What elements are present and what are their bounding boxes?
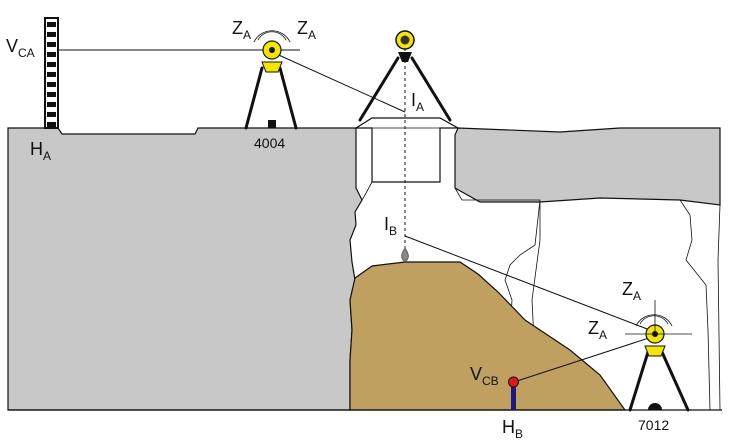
label-za-right-upper: ZA: [622, 279, 641, 303]
staff-graduation: [47, 42, 56, 47]
staff-graduation: [47, 32, 56, 37]
staff-graduation: [47, 72, 56, 77]
label-ib: IB: [384, 214, 397, 238]
sight-line-ia: [271, 51, 406, 113]
label-hb: HB: [502, 417, 523, 441]
staff-graduation: [47, 52, 56, 57]
cavern-outline: [361, 181, 373, 201]
point-b-marker: [508, 376, 519, 410]
sight-line-vcb: [513, 335, 656, 383]
total-station-7012: [625, 300, 692, 412]
ground-terrain: [7, 127, 363, 411]
label-za-top-left: ZA: [232, 18, 251, 42]
leveling-staff-a: [44, 17, 59, 129]
staff-graduation: [47, 122, 56, 127]
label-za-right-lower: ZA: [588, 318, 607, 342]
staff-graduation: [47, 82, 56, 87]
staff-graduation: [47, 22, 56, 27]
label-vcb: VCB: [470, 364, 499, 388]
staff-graduation: [47, 62, 56, 67]
ground-right: [454, 127, 721, 206]
label-za-top-right: ZA: [297, 18, 316, 42]
label-station-4004: 4004: [254, 135, 285, 151]
label-station-7012: 7012: [638, 417, 669, 433]
staff-graduation: [47, 112, 56, 117]
soil-fill: [349, 261, 627, 411]
label-vca: VCA: [6, 36, 35, 60]
sight-line-ib: [404, 235, 656, 333]
total-station-4004: [244, 30, 298, 130]
staff-graduation: [47, 92, 56, 97]
staff-graduation: [47, 102, 56, 107]
label-ha: HA: [30, 139, 51, 163]
label-ia: IA: [411, 90, 424, 114]
plumb-prism-tripod: [358, 30, 452, 122]
plumb-bob: [401, 247, 409, 263]
